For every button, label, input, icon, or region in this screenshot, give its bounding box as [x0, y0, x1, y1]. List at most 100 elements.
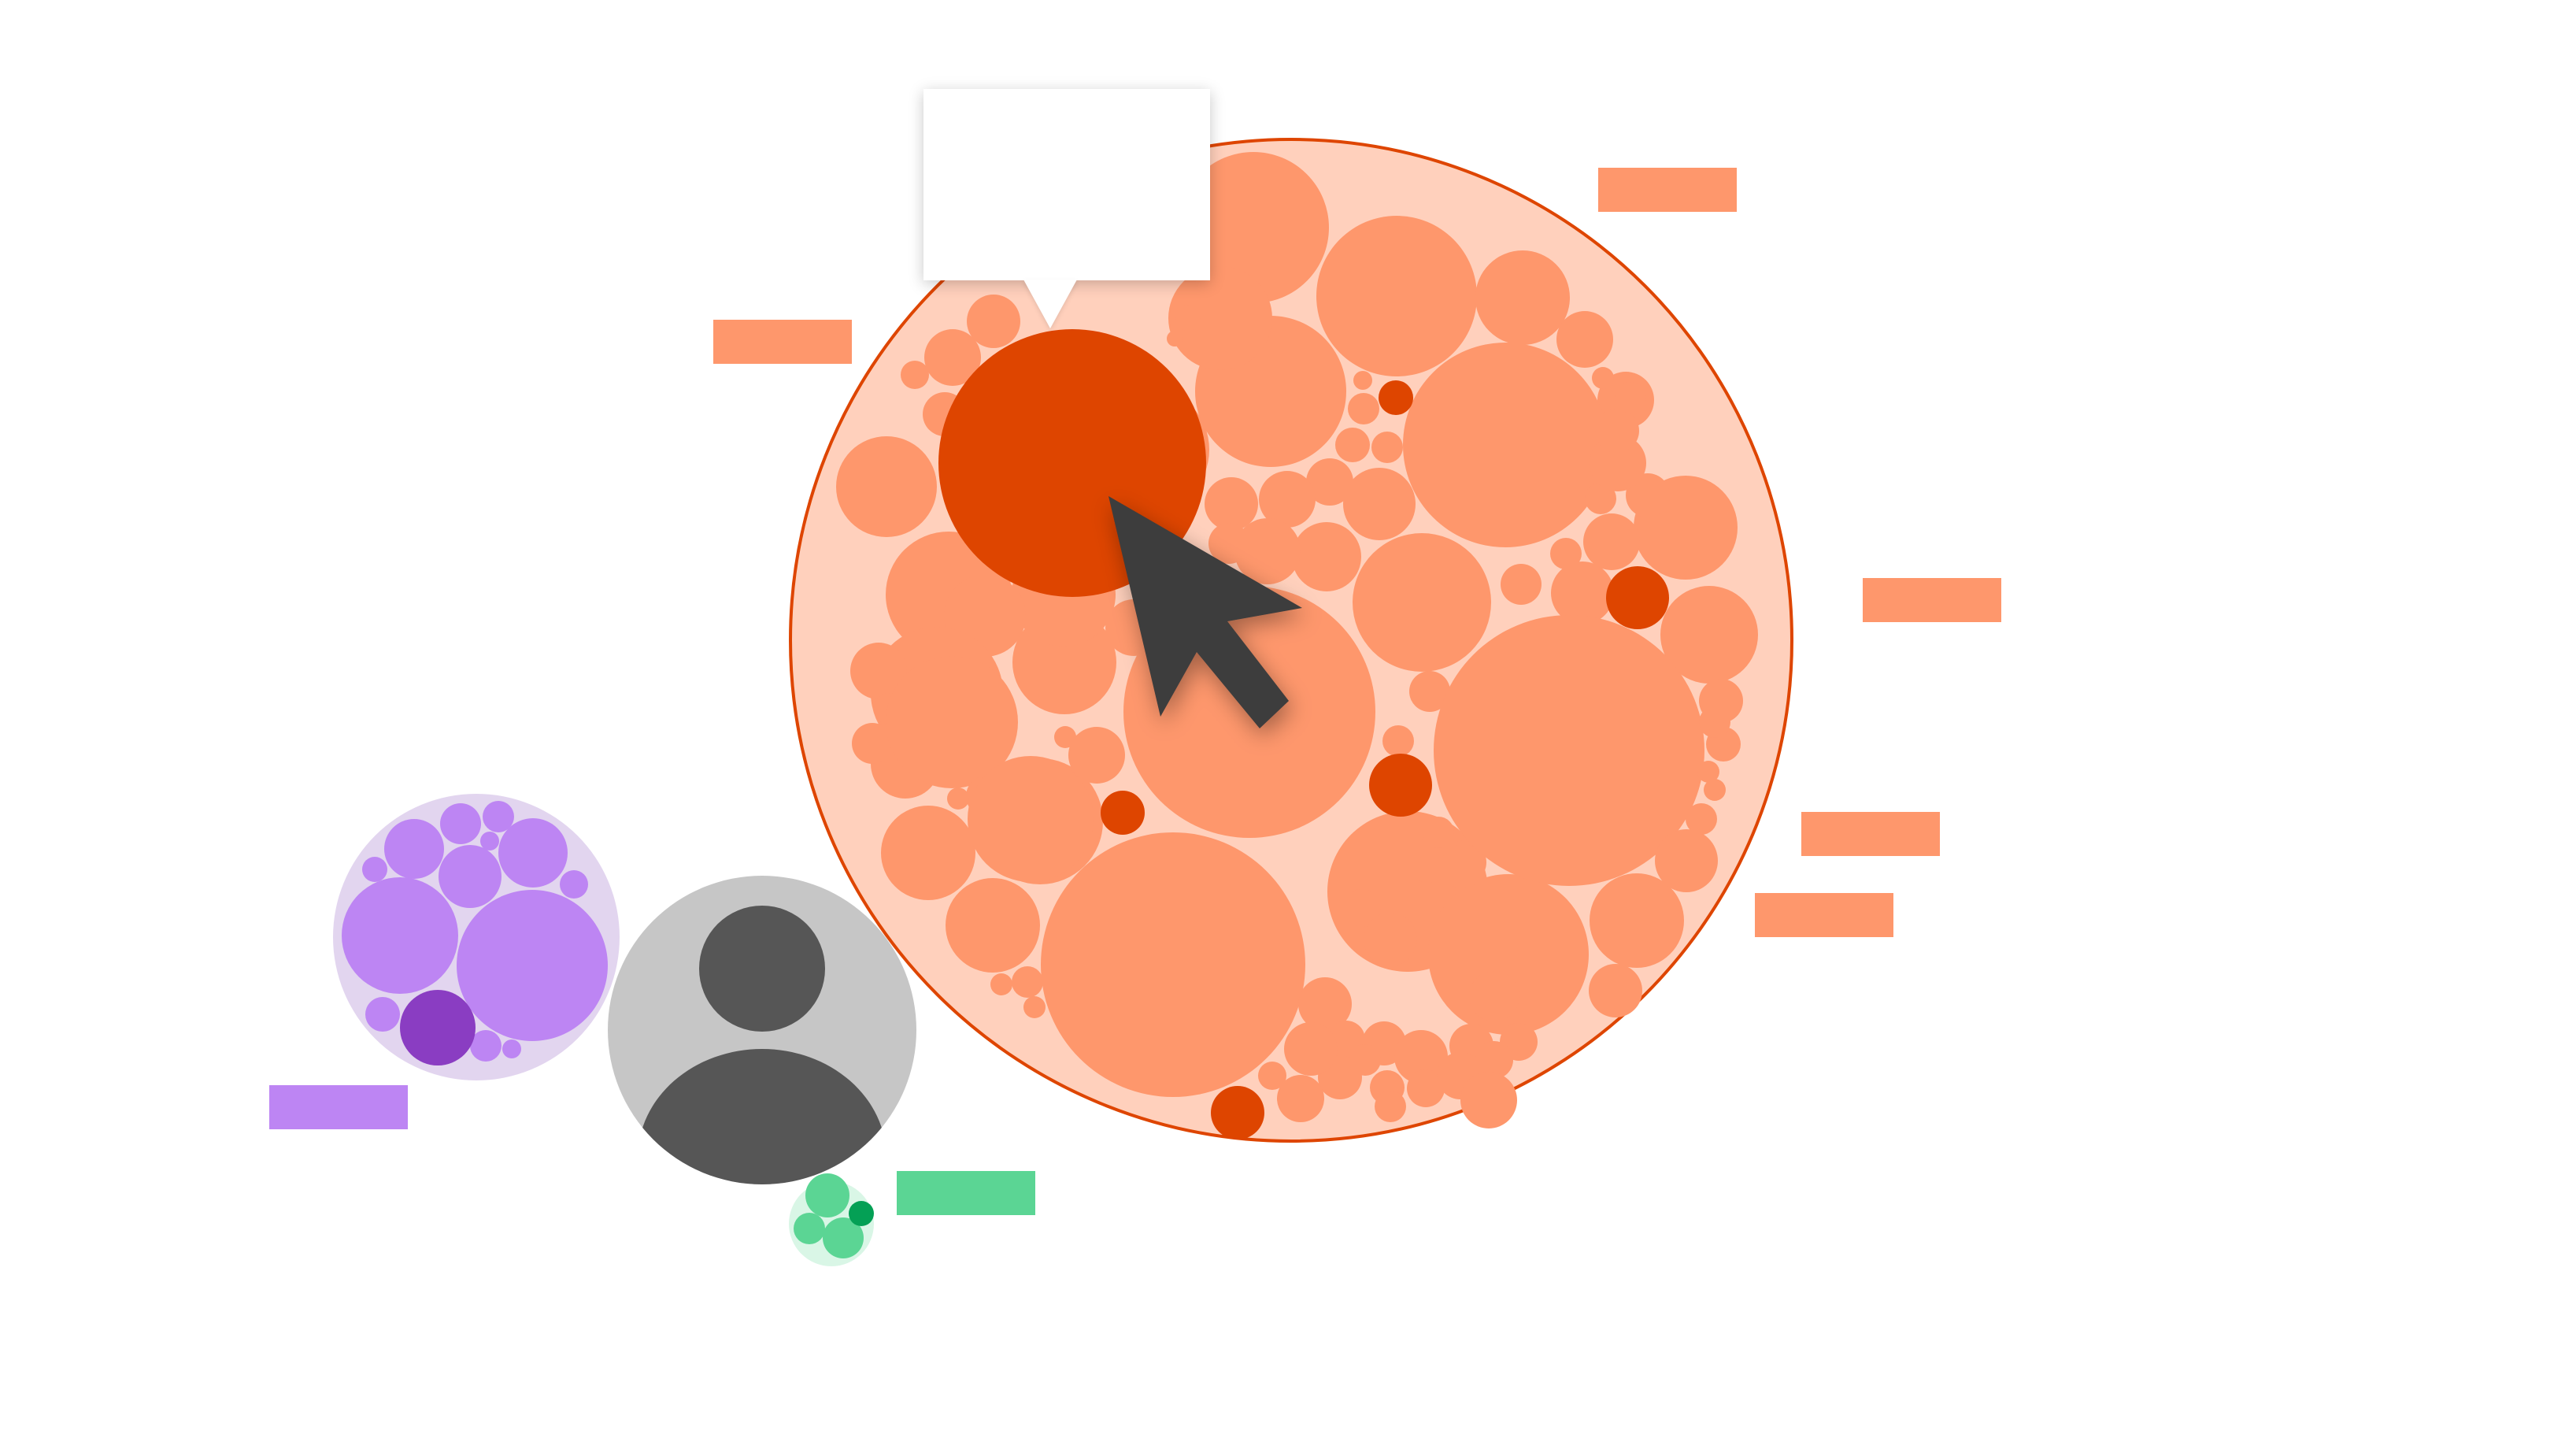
orange-leaf-24[interactable]	[1167, 331, 1183, 346]
orange-leaf-14[interactable]	[1353, 533, 1491, 672]
orange-leaf-79[interactable]	[1585, 483, 1616, 514]
orange-leaf-53[interactable]	[1023, 996, 1046, 1018]
orange-leaf-20[interactable]	[924, 329, 981, 386]
purple-leaf-4[interactable]	[498, 818, 568, 888]
orange-leaf-32[interactable]	[1259, 471, 1316, 528]
orange-leaf-93[interactable]	[1277, 1075, 1324, 1122]
orange-leaf-77[interactable]	[1583, 513, 1640, 570]
orange-leaf-76[interactable]	[1699, 679, 1743, 723]
green-leaf-1[interactable]	[805, 1173, 849, 1217]
purple-leaf-11[interactable]	[365, 997, 400, 1032]
orange-leaf-52[interactable]	[990, 973, 1012, 995]
purple-leaf-6[interactable]	[362, 857, 387, 882]
orange-leaf-95[interactable]	[1284, 1022, 1338, 1076]
orange-leaf-104[interactable]	[1460, 1072, 1517, 1128]
orange-leaf-100[interactable]	[1475, 1041, 1513, 1079]
purple-leaf-12[interactable]	[470, 1030, 502, 1062]
orange-group[interactable]	[789, 138, 1793, 1143]
orange-leaf-34[interactable]	[1292, 522, 1361, 591]
orange-leaf-31[interactable]	[1306, 458, 1353, 506]
orange-leaf-71[interactable]	[1686, 803, 1717, 835]
purple-leaf-7[interactable]	[480, 832, 499, 850]
orange-highlight-leaf-4[interactable]	[1369, 754, 1432, 817]
green-highlight-leaf-1[interactable]	[849, 1201, 874, 1226]
orange-leaf-57[interactable]	[968, 756, 1094, 882]
purple-group[interactable]	[333, 794, 620, 1080]
orange-leaf-70[interactable]	[1655, 829, 1718, 892]
orange-leaf-56[interactable]	[947, 788, 969, 810]
orange-leaf-61[interactable]	[1409, 671, 1450, 712]
orange-leaf-36[interactable]	[1208, 523, 1249, 564]
orange-leaf-83[interactable]	[1615, 382, 1646, 413]
orange-leaf-27[interactable]	[1348, 393, 1379, 424]
green-group[interactable]	[789, 1173, 874, 1266]
orange-leaf-9[interactable]	[1551, 561, 1614, 624]
purple-leaf-8[interactable]	[342, 877, 458, 994]
orange-leaf-10[interactable]	[1501, 564, 1542, 605]
orange-leaf-18[interactable]	[836, 436, 937, 537]
orange-leaf-85[interactable]	[1343, 889, 1381, 927]
orange-leaf-94[interactable]	[1258, 1062, 1286, 1090]
orange-leaf-97[interactable]	[1469, 971, 1519, 1021]
orange-leaf-54[interactable]	[1068, 727, 1125, 784]
orange-leaf-78[interactable]	[1626, 473, 1670, 517]
orange-leaf-51[interactable]	[1012, 966, 1043, 998]
gray-group[interactable]	[608, 876, 916, 1266]
orange-leaf-35[interactable]	[1234, 518, 1301, 584]
orange-leaf-6[interactable]	[1403, 343, 1608, 547]
orange-leaf-29[interactable]	[1335, 428, 1370, 462]
orange-leaf-90[interactable]	[1394, 1030, 1448, 1084]
orange-leaf-26[interactable]	[1353, 371, 1372, 390]
orange-leaf-58[interactable]	[1041, 832, 1305, 1097]
purple-leaf-1[interactable]	[384, 819, 444, 879]
orange-leaf-19[interactable]	[967, 295, 1020, 348]
orange-leaf-25[interactable]	[1175, 306, 1201, 331]
orange-leaf-84[interactable]	[1592, 367, 1614, 389]
orange-leaf-80[interactable]	[1550, 538, 1582, 569]
orange-leaf-33[interactable]	[1205, 477, 1258, 531]
orange-leaf-3[interactable]	[1475, 250, 1570, 345]
orange-leaf-50[interactable]	[946, 878, 1040, 973]
orange-leaf-62[interactable]	[1382, 725, 1414, 757]
orange-leaf-12[interactable]	[1168, 266, 1272, 370]
orange-leaf-101[interactable]	[1375, 1091, 1406, 1122]
purple-leaf-2[interactable]	[440, 803, 481, 844]
purple-leaf-3[interactable]	[483, 801, 514, 832]
orange-leaf-46[interactable]	[886, 656, 1018, 788]
green-leaf-3[interactable]	[823, 1217, 864, 1258]
orange-leaf-60[interactable]	[1407, 839, 1451, 883]
orange-leaf-30[interactable]	[1343, 468, 1416, 540]
orange-highlight-leaf-6[interactable]	[1211, 1086, 1264, 1140]
orange-leaf-2[interactable]	[1316, 216, 1477, 376]
orange-leaf-45[interactable]	[852, 723, 893, 764]
orange-leaf-55[interactable]	[1054, 726, 1076, 748]
purple-leaf-5[interactable]	[439, 845, 502, 908]
orange-leaf-8[interactable]	[1660, 586, 1758, 684]
orange-leaf-23[interactable]	[901, 361, 929, 389]
purple-leaf-13[interactable]	[502, 1040, 521, 1058]
orange-leaf-73[interactable]	[1697, 761, 1719, 783]
purple-leaf-9[interactable]	[457, 890, 608, 1041]
orange-leaf-72[interactable]	[1704, 779, 1726, 801]
orange-leaf-86[interactable]	[1364, 913, 1417, 966]
purple-leaf-10[interactable]	[560, 870, 588, 899]
orange-leaf-1[interactable]	[1178, 152, 1329, 303]
orange-leaf-67[interactable]	[1434, 615, 1704, 886]
orange-leaf-66[interactable]	[1441, 844, 1485, 888]
green-leaf-2[interactable]	[794, 1213, 825, 1244]
orange-leaf-87[interactable]	[1298, 977, 1352, 1031]
orange-leaf-68[interactable]	[1590, 873, 1684, 968]
orange-leaf-65[interactable]	[1428, 874, 1589, 1035]
orange-leaf-69[interactable]	[1589, 964, 1642, 1017]
orange-highlight-leaf-2[interactable]	[1379, 380, 1413, 415]
orange-leaf-81[interactable]	[1590, 435, 1646, 491]
orange-leaf-49[interactable]	[881, 806, 975, 900]
orange-leaf-43[interactable]	[850, 643, 907, 699]
orange-highlight-leaf-3[interactable]	[1606, 566, 1669, 629]
orange-leaf-63[interactable]	[1423, 817, 1454, 848]
purple-highlight-leaf-1[interactable]	[400, 990, 476, 1065]
orange-leaf-102[interactable]	[1407, 1069, 1445, 1107]
orange-leaf-82[interactable]	[1595, 409, 1639, 453]
orange-leaf-28[interactable]	[1371, 432, 1403, 463]
orange-highlight-leaf-5[interactable]	[1101, 791, 1145, 835]
